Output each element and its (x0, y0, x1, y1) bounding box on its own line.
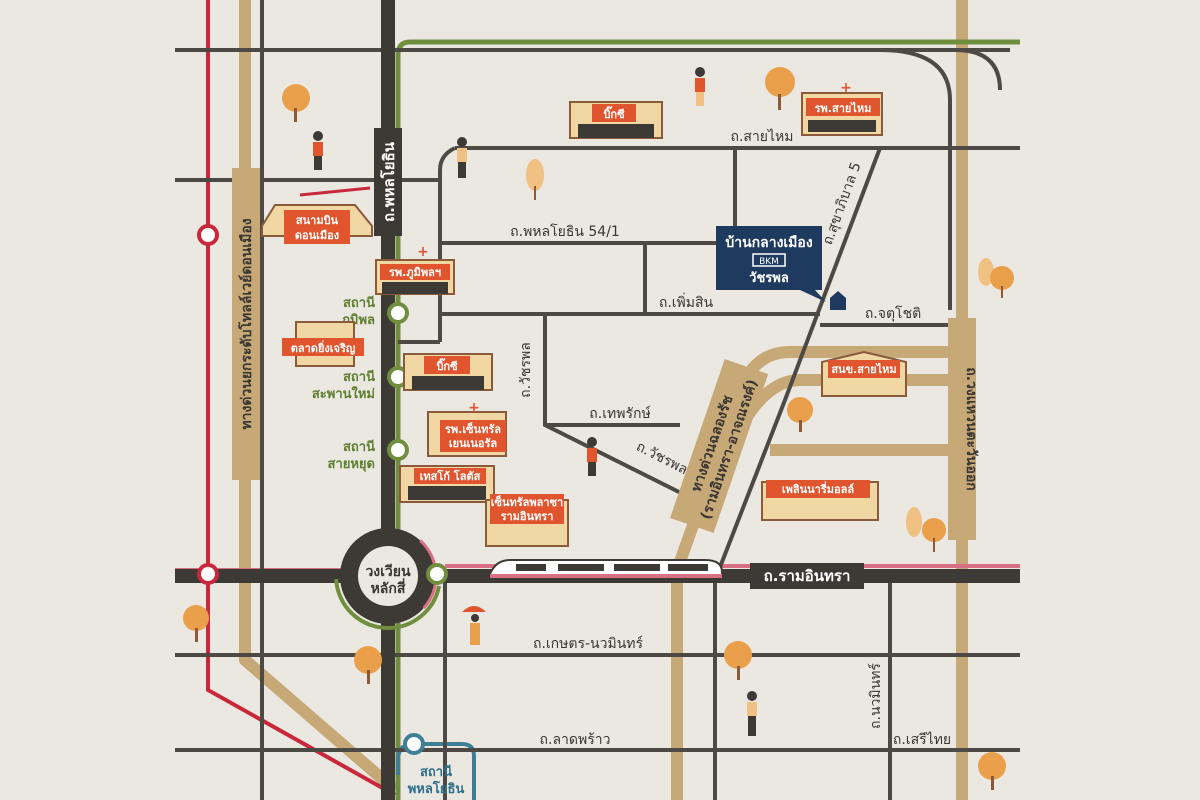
person-icon (313, 131, 323, 170)
svg-text:+: + (417, 244, 429, 260)
red-line-station-icon (197, 563, 219, 585)
tree-icon (765, 67, 795, 110)
tree-icon (354, 646, 382, 684)
sai-mai-district-office: สนข.สายไหม (821, 350, 907, 397)
phahon-yothin-road-label: ถ.พหลโยธิน (379, 141, 398, 222)
landmarks: บิ๊กซี + รพ.สายไหม สนามบิน ดอนเมือง + รพ… (261, 80, 907, 547)
phahon-yothin-station-icon (403, 733, 425, 755)
tesco-lotus: เทสโก้ โลตัส (399, 465, 495, 503)
central-plaza-ram-inthra: เซ็นทรัลพลาซา รามอินทรา (485, 494, 569, 547)
red-line-station-icon (197, 224, 219, 246)
saphan-mai-station-label-1: สถานี (343, 369, 375, 385)
project-logo-icon: BKM (752, 253, 786, 267)
central-plaza-label-1: เซ็นทรัลพลาซา (491, 495, 563, 509)
stations: สถานี ภูมิพล สถานี สะพานใหม่ สถานี สายหย… (197, 224, 465, 797)
district-office-label: สนข.สายไหม (831, 362, 896, 376)
plearnary-mall: เพลินนารี่มอลล์ (761, 480, 879, 521)
svg-text:+: + (840, 80, 852, 96)
tree-icon (526, 159, 544, 200)
seri-thai-road-label: ถ.เสรีไทย (893, 731, 951, 748)
sai-yud-station-icon (387, 439, 409, 461)
people (313, 67, 757, 736)
project-name-top: บ้านกลางเมือง (725, 235, 812, 251)
circle-label-line2: หลักสี่ (371, 578, 406, 597)
tree-icon (282, 84, 310, 122)
tree-icon (978, 752, 1006, 790)
nawamin-road-label: ถ.นวมินทร์ (867, 663, 884, 729)
person-icon (457, 137, 467, 178)
bhumibol-hospital: + รพ.ภูมิพลฯ (375, 244, 455, 295)
bhumibol-hospital-label: รพ.ภูมิพลฯ (389, 266, 441, 280)
person-with-umbrella-icon (462, 606, 486, 645)
house-pin-icon (830, 291, 846, 310)
sai-yud-station-label-2: สายหยุด (328, 457, 375, 472)
green-line (395, 39, 1020, 800)
ying-charoen-market-label: ตลาดยิ่งเจริญ (291, 340, 356, 355)
lak-si-station-icon (426, 563, 448, 585)
tree-icon (724, 641, 752, 680)
phahon-yothin-station-label-2: พหลโยธิน (408, 780, 465, 797)
tree-icon (906, 507, 946, 552)
bigc-sai-mai: บิ๊กซี (569, 101, 663, 139)
bhumibol-station-icon (387, 302, 409, 324)
trees (183, 67, 1014, 790)
person-icon (747, 691, 757, 736)
project-name-bottom: วัชรพล (749, 271, 789, 286)
project-logo-text: BKM (759, 257, 779, 267)
don-mueang-tollway-label: ทางด่วนยกระดับโทลล์เวย์ดอนเมือง (237, 218, 255, 429)
theprak-road-label: ถ.เทพรักษ์ (589, 405, 651, 422)
tesco-lotus-label: เทสโก้ โลตัส (420, 469, 481, 483)
person-icon (695, 67, 705, 106)
kaset-nawamin-road-label: ถ.เกษตร-นวมินทร์ (533, 635, 644, 652)
sai-mai-road-label: ถ.สายไหม (730, 128, 793, 145)
central-general-hospital-label-1: รพ.เซ็นทรัล (445, 422, 501, 436)
svg-text:+: + (468, 400, 480, 416)
central-general-hospital: + รพ.เซ็นทรัล เยนเนอรัล (427, 400, 507, 457)
ram-inthra-road-label: ถ.รามอินทรา (764, 567, 851, 585)
ying-charoen-market: ตลาดยิ่งเจริญ (282, 321, 364, 367)
tree-icon (978, 258, 1014, 298)
tree-icon (183, 605, 209, 642)
central-plaza-label-2: รามอินทรา (501, 510, 554, 523)
tree-icon (787, 397, 813, 432)
lat-phrao-road-label: ถ.ลาดพร้าว (540, 732, 611, 748)
bigc-sai-mai-label: บิ๊กซี (603, 106, 625, 121)
phahon-yothin-station-label-1: สถานี (420, 764, 452, 780)
person-icon (587, 437, 597, 476)
watcharaphon-road-label-vertical: ถ.วัชรพล (518, 342, 534, 398)
don-mueang-airport-label-2: ดอนเมือง (295, 229, 339, 242)
phahon-yothin-54-label: ถ.พหลโยธิน 54/1 (510, 223, 620, 240)
kanchanaphisek-road-label: ถ.วงแหวนตะวันออก (963, 367, 979, 491)
sky-train-icon (489, 559, 723, 579)
bigc-saphan-mai: บิ๊กซี (403, 353, 493, 391)
don-mueang-airport-label-1: สนามบิน (296, 214, 339, 227)
sai-mai-hospital-label: รพ.สายไหม (815, 101, 872, 115)
sai-yud-station-label-1: สถานี (343, 439, 375, 455)
project-callout: บ้านกลางเมือง BKM วัชรพล (716, 226, 846, 310)
central-general-hospital-label-2: เยนเนอรัล (449, 437, 498, 450)
sai-mai-hospital: + รพ.สายไหม (801, 80, 883, 136)
saphan-mai-station-label-2: สะพานใหม่ (312, 385, 375, 402)
chatu-chot-road-label: ถ.จตุโชติ (865, 305, 921, 322)
bigc-saphan-mai-label: บิ๊กซี (436, 358, 458, 373)
circle-label-line1: วงเวียน (365, 564, 411, 580)
don-mueang-airport: สนามบิน ดอนเมือง (261, 186, 373, 244)
plearnary-mall-label: เพลินนารี่มอลล์ (782, 481, 854, 496)
phoem-sin-road-label: ถ.เพิ่มสิน (659, 293, 714, 311)
bhumibol-station-label-1: สถานี (343, 295, 375, 311)
